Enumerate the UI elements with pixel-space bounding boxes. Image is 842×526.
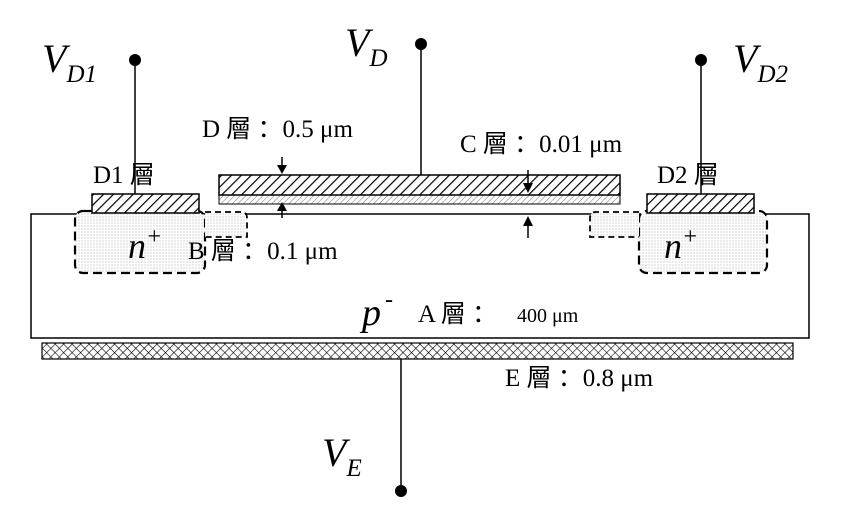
c-layer-thickness-arrows: [523, 170, 533, 238]
label-p-minus: p-: [359, 287, 393, 334]
terminal-vd2: [695, 54, 707, 194]
b-layer-region-right: [589, 211, 639, 238]
d2-layer: [646, 193, 755, 214]
terminal-ve: [395, 359, 407, 497]
terminal-vd1: [129, 54, 141, 194]
label-a-thickness: 400 μm: [517, 305, 579, 327]
e-layer: [41, 342, 794, 360]
label-n-plus-right: n+: [664, 224, 698, 266]
label-a-layer: A 層 ：: [418, 301, 497, 328]
label-d2-layer: D2 層: [657, 162, 719, 189]
d1-layer: [91, 193, 200, 214]
label-b-layer: B 層 ：0.1 μm: [188, 238, 338, 265]
label-e-layer: E 層 ：0.8 μm: [505, 365, 654, 392]
b-layer-region-left: [205, 211, 248, 238]
label-vd2: VD2: [733, 36, 788, 88]
terminal-dot: [395, 485, 407, 497]
n-plus-region-right: [637, 209, 769, 275]
terminal-vd: [415, 38, 427, 175]
label-d-layer: D 層 ：0.5 μm: [202, 116, 353, 143]
label-ve: VE: [322, 430, 362, 482]
label-c-layer: C 層 ：0.01 μm: [460, 131, 623, 158]
c-layer: [218, 194, 621, 205]
terminal-dot: [695, 54, 707, 66]
label-n-plus-left: n+: [128, 224, 162, 266]
label-vd: VD: [345, 20, 388, 72]
d-layer-thickness-arrows: [277, 157, 287, 218]
terminal-dot: [129, 54, 141, 66]
label-vd1: VD1: [42, 36, 97, 88]
d-layer: [218, 174, 621, 196]
label-d1-layer: D1 層: [93, 162, 155, 189]
terminal-dot: [415, 38, 427, 50]
